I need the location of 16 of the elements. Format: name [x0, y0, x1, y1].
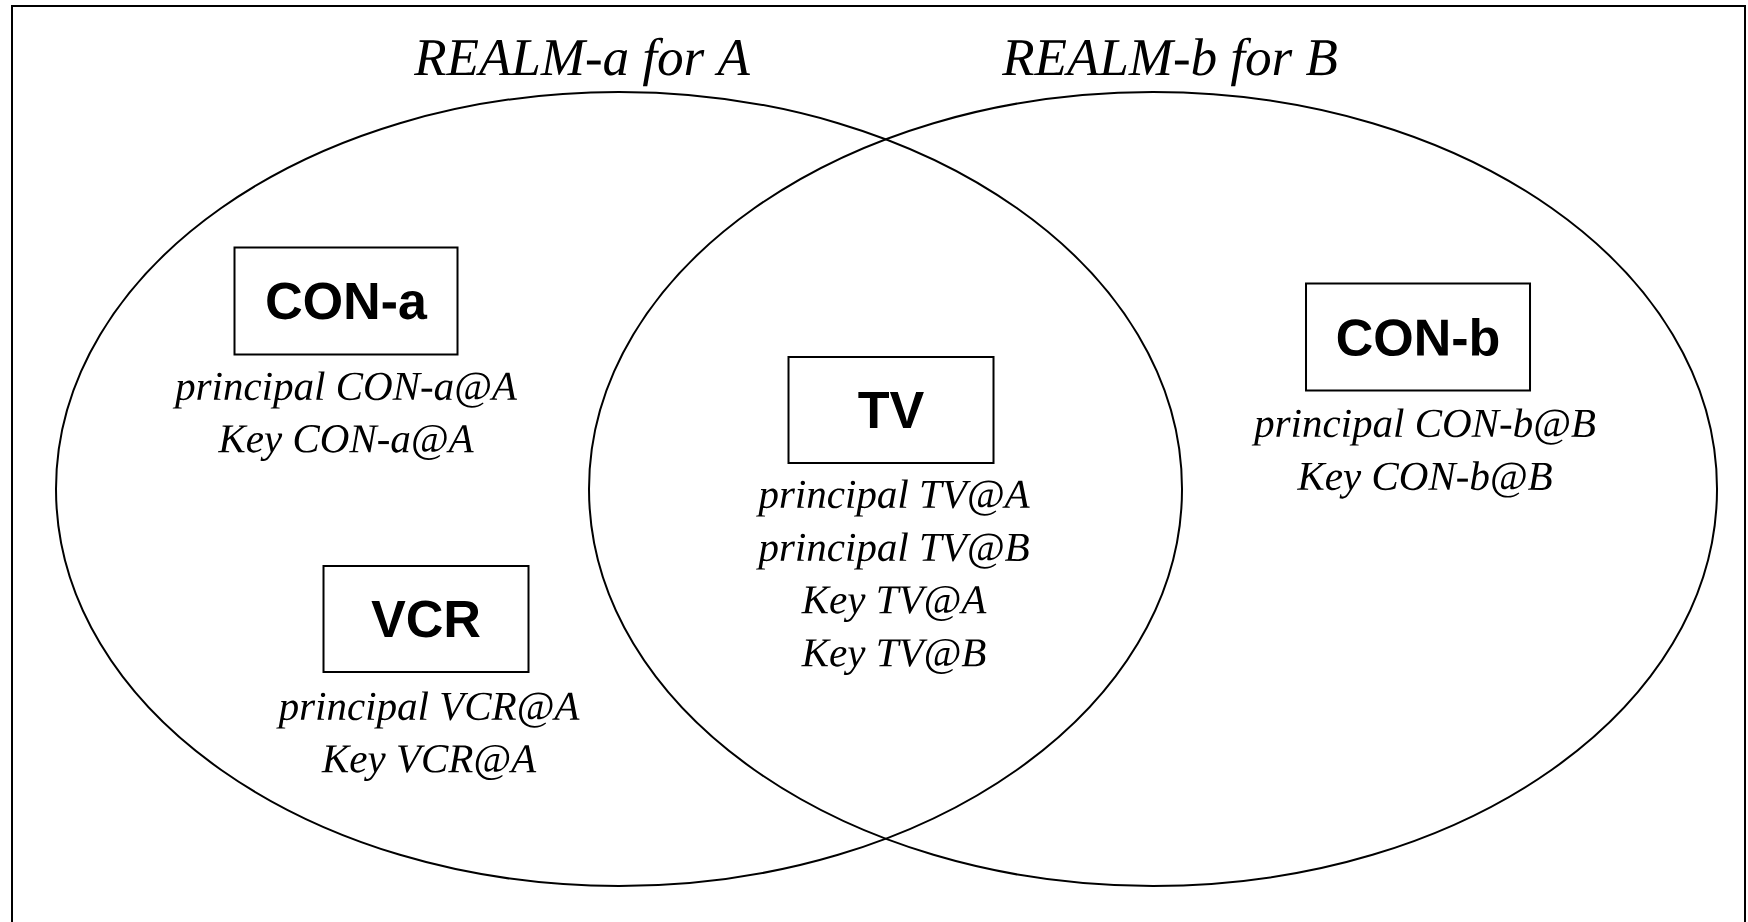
- device-box: TV: [787, 356, 995, 464]
- caption-text: principal VCR@A: [276, 691, 580, 729]
- realm-title: REALM-a for A: [413, 37, 750, 87]
- caption-text: principal TV@A: [756, 479, 1030, 517]
- caption-text: principal CON-a@A: [172, 371, 518, 409]
- caption-text: principal CON-b@B: [1251, 408, 1595, 446]
- caption-text: Key VCR@A: [321, 744, 537, 782]
- realm-title: REALM-b for B: [1001, 37, 1337, 87]
- caption-text: principal TV@B: [756, 532, 1029, 570]
- device-box: VCR: [322, 565, 530, 673]
- caption-text: Key CON-a@A: [217, 424, 474, 462]
- device-box: CON-b: [1305, 282, 1531, 392]
- device-box: CON-a: [233, 246, 459, 356]
- caption-text: Key TV@A: [801, 585, 987, 623]
- caption-text: Key CON-b@B: [1296, 461, 1552, 499]
- caption-text: Key TV@B: [801, 638, 986, 676]
